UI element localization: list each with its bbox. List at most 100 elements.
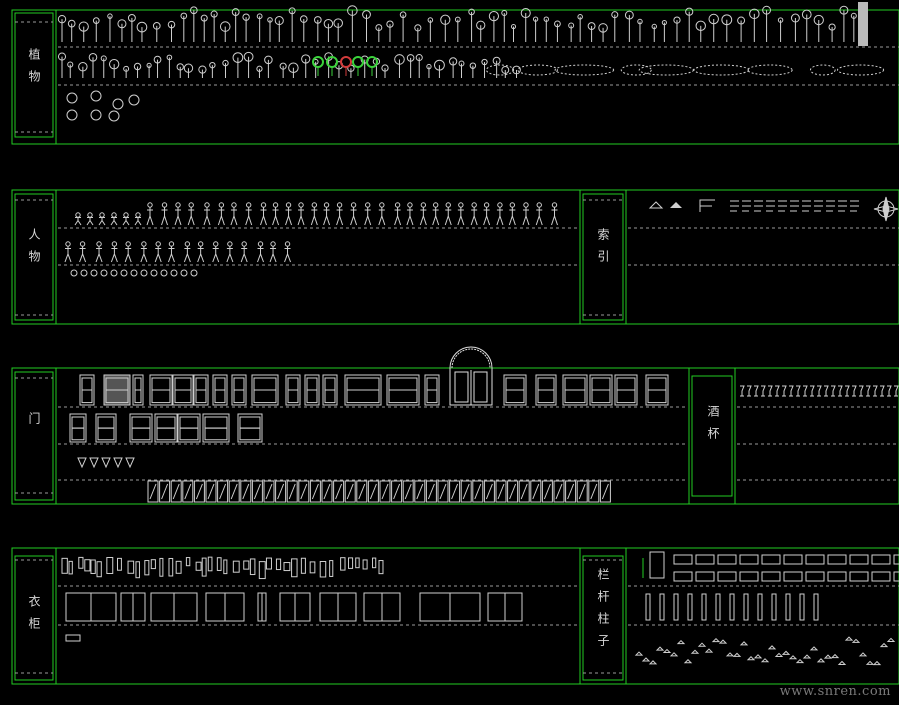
shrub-icon: [747, 64, 793, 76]
people-symbols: [64, 202, 558, 277]
wardrobe-item-icon: [275, 558, 282, 571]
wine-glass-icon: [782, 385, 787, 397]
person-head: [420, 202, 427, 208]
wardrobe-symbols: [61, 556, 523, 642]
ornament-icon: [704, 648, 714, 653]
person-figure-icon: [419, 207, 427, 226]
ornament-icon: [746, 656, 756, 661]
plant-foliage: [127, 13, 136, 22]
seated-person-icon: [190, 269, 198, 277]
baluster-pattern-icon: [739, 571, 759, 582]
person-head: [407, 202, 413, 208]
column-icon: [673, 593, 679, 621]
wardrobe-item-icon: [68, 560, 73, 575]
plant-foliage: [243, 51, 254, 62]
plant-foliage: [198, 65, 207, 74]
door-panel-icon: [495, 480, 507, 503]
door-panel: [97, 416, 115, 429]
baluster-pattern-icon: [695, 571, 715, 582]
wine-symbols: [740, 385, 899, 397]
door-panel-icon: [193, 480, 205, 503]
tall-tree-icon: [858, 2, 868, 46]
person-figure-icon: [110, 246, 118, 263]
people-dashed-guides: [15, 199, 899, 316]
door-panel-icon: [286, 480, 298, 503]
person-head: [75, 212, 81, 218]
wardrobe-item-icon: [127, 560, 135, 574]
ornament-icon: [844, 636, 854, 641]
wardrobe-item-icon: [90, 559, 96, 574]
door-panel-pattern: [416, 483, 424, 500]
door-panel-icon: [530, 480, 542, 503]
person-figure-icon: [272, 207, 280, 226]
person-figure-icon: [257, 246, 264, 263]
plant-foliage: [828, 23, 836, 31]
door-panel: [156, 416, 176, 429]
plant-foliage: [323, 19, 334, 29]
door-icon: [69, 413, 87, 443]
door-panel-pattern: [474, 483, 482, 500]
person-figure-icon: [285, 207, 293, 226]
plant-foliage: [209, 61, 216, 69]
person-figure-icon: [535, 207, 543, 226]
column-icon: [659, 593, 665, 621]
wardrobe-item-icon: [283, 562, 291, 572]
plant-plan-icon: [90, 109, 102, 121]
railing-symbols: [634, 551, 899, 666]
person-head: [141, 241, 147, 247]
door-icon: [645, 374, 669, 406]
wardrobe-item-icon: [168, 557, 174, 577]
baluster-pattern-icon: [871, 571, 891, 582]
person-head: [285, 202, 292, 208]
ornament-icon: [830, 653, 840, 659]
person-head: [311, 202, 318, 208]
door-panel-pattern: [172, 483, 180, 500]
door-panel-pattern: [230, 483, 238, 500]
north-arrow-icon: [873, 196, 899, 222]
person-figure-icon: [457, 207, 465, 226]
door-panel-icon: [402, 480, 414, 503]
doors-dashed-guides: [15, 377, 899, 494]
person-head: [379, 202, 385, 208]
door-panel-icon: [367, 480, 379, 503]
baluster-pattern-icon: [673, 554, 693, 565]
person-head: [204, 202, 210, 208]
plant-foliage: [301, 54, 311, 64]
person-head: [350, 202, 357, 208]
person-head: [87, 212, 93, 218]
person-figure-icon: [394, 207, 402, 226]
panel-label-people: 人物: [27, 228, 41, 272]
door-panel: [239, 416, 261, 429]
plant-plan-icon: [90, 90, 102, 102]
door-icon: [95, 413, 117, 443]
wardrobe-item-icon: [84, 559, 91, 572]
person-head: [111, 212, 117, 218]
door-icon: [193, 374, 209, 406]
door-icon: [562, 374, 588, 406]
wine-glass-icon: [852, 385, 857, 397]
wine-glass-icon: [845, 385, 850, 397]
tree-icon: [340, 56, 352, 68]
seated-person-icon: [130, 269, 138, 277]
plant-foliage: [394, 54, 405, 65]
seated-person-icon: [150, 269, 158, 277]
baluster-pattern-icon: [827, 554, 847, 565]
plant-foliage: [267, 17, 273, 23]
person-head: [445, 202, 451, 208]
door-panel: [233, 389, 245, 404]
baluster-pattern-icon: [827, 571, 847, 582]
seated-person-icon: [100, 269, 108, 277]
door-icon: [322, 374, 338, 406]
door-panel-pattern: [601, 483, 609, 500]
person-head: [231, 202, 237, 208]
panel-label-index: 索引: [596, 228, 610, 272]
door-panel: [564, 377, 586, 391]
door-panel-icon: [333, 480, 345, 503]
person-figure-icon: [336, 207, 344, 226]
person-figure-icon: [226, 246, 234, 263]
person-figure-icon: [378, 207, 386, 226]
door-panel: [253, 389, 277, 404]
person-head: [323, 202, 330, 208]
person-figure-icon: [245, 207, 253, 226]
